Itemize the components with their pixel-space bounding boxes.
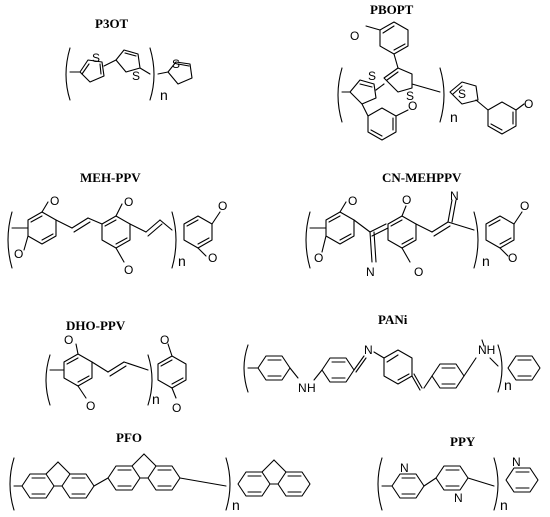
atom-s: S [458, 87, 466, 101]
structure-pani: PANi N H N NH n [243, 312, 541, 395]
thiophene-ring-2 [115, 49, 141, 73]
phenyl-ring-terminal [487, 101, 517, 135]
label-pbopt: PBOPT [370, 2, 414, 17]
phenyl-ring-bottom [367, 107, 397, 141]
atom-o: O [348, 194, 357, 208]
atom-o: O [86, 399, 95, 413]
label-pfo: PFO [116, 430, 142, 445]
thiophene-ring-middle [383, 67, 413, 93]
atom-o: O [64, 333, 73, 347]
atom-o: O [314, 251, 323, 265]
repeat-n: n [232, 497, 240, 513]
bracket-open [45, 354, 51, 406]
bracket-close [497, 344, 503, 393]
atom-o: O [402, 193, 411, 207]
atom-o: O [414, 265, 423, 279]
bracket-open [337, 67, 343, 123]
repeat-n: n [178, 253, 186, 269]
thiophene-ring-left [349, 79, 377, 105]
atom-o: O [124, 195, 133, 209]
repeat-n: n [500, 497, 508, 513]
structure-ppy: PPY N N n N [377, 434, 539, 513]
atom-h: H [307, 381, 316, 395]
structure-pbopt: PBOPT O S S O n S [337, 2, 533, 141]
bracket-close [149, 47, 155, 101]
repeat-n: n [504, 377, 512, 393]
atom-s: S [92, 51, 100, 65]
atom-o: O [508, 251, 517, 265]
repeat-n: n [482, 253, 490, 269]
bracket-close [225, 457, 231, 511]
atom-o: O [172, 401, 181, 415]
structure-p3ot: P3OT S S n S [65, 16, 193, 103]
repeat-n: n [152, 391, 160, 407]
atom-o: O [218, 199, 227, 213]
bracket-open [377, 457, 383, 511]
bracket-open [305, 211, 311, 269]
thiophene-ring-3 [167, 61, 193, 85]
label-meh-ppv: MEH-PPV [80, 170, 141, 185]
bracket-open [65, 47, 71, 101]
phenylene-ring-2 [101, 215, 131, 249]
structure-cn-mehppv: CN-MEHPPV O O N O O N n O [305, 170, 529, 279]
structure-pfo: PFO n [9, 430, 311, 513]
bracket-close [473, 211, 479, 269]
thiophene-ring-terminal [449, 81, 479, 105]
bracket-open [243, 344, 249, 393]
atom-o: O [14, 247, 23, 261]
atom-o: O [408, 99, 417, 113]
atom-s: S [132, 69, 140, 83]
phenylene-ring-1 [325, 211, 355, 245]
label-ppy: PPY [450, 434, 476, 449]
repeat-n: n [450, 109, 458, 125]
pyridine-ring-terminal [505, 467, 539, 493]
thiophene-ring-1 [79, 59, 105, 83]
pani-nh-label: NH [478, 343, 495, 357]
atom-n: N [454, 491, 463, 505]
atom-o: O [350, 29, 359, 43]
bracket-open [7, 211, 13, 269]
atom-o: O [160, 333, 169, 347]
phenylene-ring-terminal [157, 355, 187, 389]
atom-s: S [368, 69, 376, 83]
phenylene-ring [63, 353, 93, 387]
label-dho-ppv: DHO-PPV [66, 318, 126, 333]
atom-n: N [366, 265, 375, 279]
atom-o: O [520, 199, 529, 213]
bracket-open [9, 457, 15, 511]
phenylene-ring-1 [27, 211, 57, 245]
repeat-n: n [160, 87, 168, 103]
atom-n: N [364, 343, 373, 357]
atom-o: O [524, 97, 533, 111]
phenylene-ring-2 [387, 215, 417, 249]
label-pani: PANi [378, 312, 408, 327]
benzene-ring-terminal [507, 355, 541, 381]
bracket-close [147, 354, 153, 406]
structure-dho-ppv: DHO-PPV O O n O O [45, 318, 187, 415]
atom-s: S [406, 89, 414, 103]
phenylene-ring-terminal [485, 215, 515, 249]
atom-o: O [124, 263, 133, 277]
bracket-close [171, 211, 177, 269]
bracket-close [439, 67, 445, 123]
structure-meh-ppv: MEH-PPV O O O O n O O [7, 170, 227, 277]
atom-n: N [400, 461, 409, 475]
atom-s: S [172, 57, 180, 71]
bracket-close [493, 457, 499, 511]
atom-o: O [50, 194, 59, 208]
atom-n: N [512, 455, 521, 469]
phenyl-ring-top [379, 21, 409, 55]
label-cn-mehppv: CN-MEHPPV [382, 170, 462, 185]
atom-n: N [298, 381, 307, 395]
phenylene-ring-terminal [183, 215, 213, 249]
atom-n: N [450, 189, 459, 203]
label-p3ot: P3OT [95, 16, 129, 31]
atom-o: O [208, 251, 217, 265]
fluorene-terminal-ring-b [277, 471, 311, 497]
